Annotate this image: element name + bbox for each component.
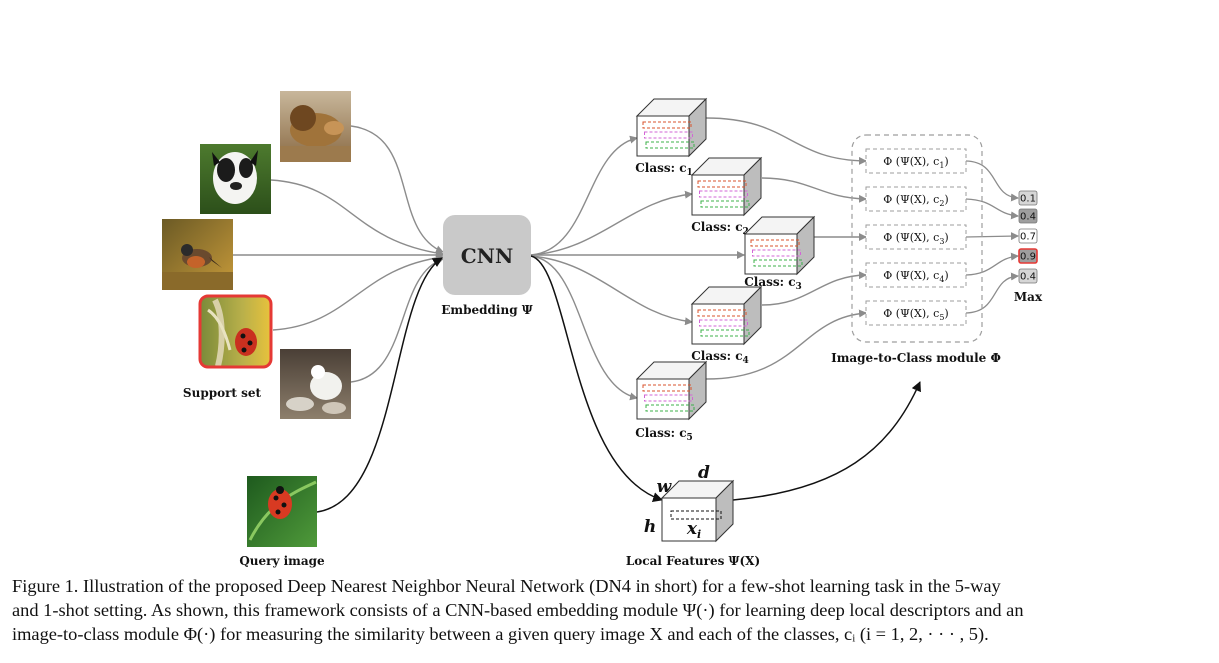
query-image-label: Query image bbox=[239, 554, 325, 568]
support-connectors bbox=[233, 125, 444, 383]
bird-image bbox=[162, 219, 233, 290]
module-box-2: Φ (Ψ(X), c2) bbox=[865, 186, 967, 212]
score-2: 0.4 bbox=[1018, 208, 1038, 224]
connector-cnn-c4 bbox=[530, 255, 693, 326]
dim-d: d bbox=[698, 463, 710, 483]
support-set-label: Support set bbox=[183, 386, 262, 400]
score-value-3: 0.7 bbox=[1020, 232, 1036, 243]
connector-m3-score bbox=[965, 232, 1019, 241]
class-label-3: Class: c3 bbox=[744, 275, 802, 292]
dim-w: w bbox=[657, 477, 673, 497]
connector-m4-score bbox=[965, 252, 1019, 276]
connector-white bbox=[350, 257, 444, 383]
module-box-1: Φ (Ψ(X), c1) bbox=[865, 148, 967, 174]
cube-class-5 bbox=[635, 360, 708, 421]
score-value-5: 0.4 bbox=[1020, 272, 1036, 283]
class-cubes: Class: c1 Class: c2 Class: c3 Class: c4 Clas… bbox=[635, 97, 816, 443]
query-image bbox=[247, 476, 317, 547]
connector-dog bbox=[270, 179, 444, 257]
module-title: Image-to-Class module Φ bbox=[831, 351, 1001, 365]
local-features-label: Local Features Ψ(X) bbox=[626, 554, 760, 568]
connector-m2-score bbox=[965, 198, 1019, 220]
class-label-4: Class: c4 bbox=[691, 349, 749, 366]
lion-image bbox=[280, 91, 351, 162]
cube-class-2 bbox=[690, 156, 763, 217]
connector-c4-module bbox=[761, 271, 867, 306]
connector-c5-module bbox=[705, 309, 867, 380]
cube-class-4 bbox=[690, 285, 763, 346]
module-label-4: Φ (Ψ(X), c4) bbox=[883, 269, 948, 284]
cube-class-3 bbox=[743, 215, 816, 276]
score-1: 0.1 bbox=[1018, 190, 1038, 206]
cnn-label: CNN bbox=[461, 244, 513, 268]
dim-x-sub: i bbox=[697, 528, 701, 541]
connector-c1-module bbox=[705, 117, 867, 165]
connector-c2-module bbox=[761, 177, 867, 203]
white-animal-image bbox=[280, 349, 351, 419]
score-3: 0.7 bbox=[1018, 228, 1038, 244]
module-label-5: Φ (Ψ(X), c5) bbox=[883, 307, 948, 322]
score-5: 0.4 bbox=[1018, 268, 1038, 284]
dim-x: xi bbox=[686, 519, 701, 541]
dim-h: h bbox=[644, 517, 656, 537]
ladybug-image bbox=[198, 294, 273, 369]
cube-class-1 bbox=[635, 97, 708, 158]
connector-cnn-c2 bbox=[530, 190, 693, 256]
module-label-3: Φ (Ψ(X), c3) bbox=[883, 231, 948, 246]
caption-line-2: and 1-shot setting. As shown, this frame… bbox=[12, 600, 1024, 620]
dn4-diagram: Support set Query image CNN Embedding Ψ … bbox=[162, 91, 1043, 568]
score-list: 0.1 0.4 0.7 0.9 0.4 bbox=[1018, 190, 1038, 284]
score-value-1: 0.1 bbox=[1020, 194, 1036, 205]
module-box-4: Φ (Ψ(X), c4) bbox=[865, 262, 967, 288]
connector-query bbox=[316, 257, 443, 513]
module-list: Φ (Ψ(X), c1) Φ (Ψ(X), c2) Φ (Ψ(X), c3) Φ (Ψ… bbox=[865, 148, 967, 326]
module-box-5: Φ (Ψ(X), c5) bbox=[865, 300, 967, 326]
connector-ladybug bbox=[272, 253, 444, 331]
connector-m1-score bbox=[965, 160, 1019, 202]
dog-image bbox=[200, 144, 271, 214]
connector-m5-score bbox=[965, 272, 1019, 314]
module-label-2: Φ (Ψ(X), c2) bbox=[883, 193, 948, 208]
class-label-1: Class: c1 bbox=[635, 161, 693, 178]
connector-local-module bbox=[732, 381, 921, 501]
module-box-3: Φ (Ψ(X), c3) bbox=[865, 224, 967, 250]
score-connectors bbox=[965, 160, 1019, 314]
class-connectors bbox=[530, 135, 745, 401]
caption-line-1: Figure 1. Illustration of the proposed D… bbox=[12, 576, 1001, 596]
connector-cnn-c5 bbox=[530, 255, 638, 401]
class-label-2: Class: c2 bbox=[691, 220, 749, 237]
score-value-2: 0.4 bbox=[1020, 212, 1036, 223]
cnn-block: CNN bbox=[443, 215, 531, 295]
class-label-5: Class: c5 bbox=[635, 426, 693, 443]
max-label: Max bbox=[1014, 290, 1043, 304]
figure-caption: Figure 1. Illustration of the proposed D… bbox=[12, 574, 1208, 646]
local-features-cube bbox=[660, 479, 735, 543]
caption-line-3: image-to-class module Φ(·) for measuring… bbox=[12, 624, 989, 644]
connector-cnn-local bbox=[530, 255, 663, 502]
score-value-4: 0.9 bbox=[1020, 252, 1036, 263]
embedding-label: Embedding Ψ bbox=[441, 303, 533, 317]
score-4: 0.9 bbox=[1018, 248, 1038, 264]
connector-lion bbox=[350, 125, 444, 253]
connector-cnn-c1 bbox=[530, 135, 638, 256]
module-label-1: Φ (Ψ(X), c1) bbox=[883, 155, 948, 170]
